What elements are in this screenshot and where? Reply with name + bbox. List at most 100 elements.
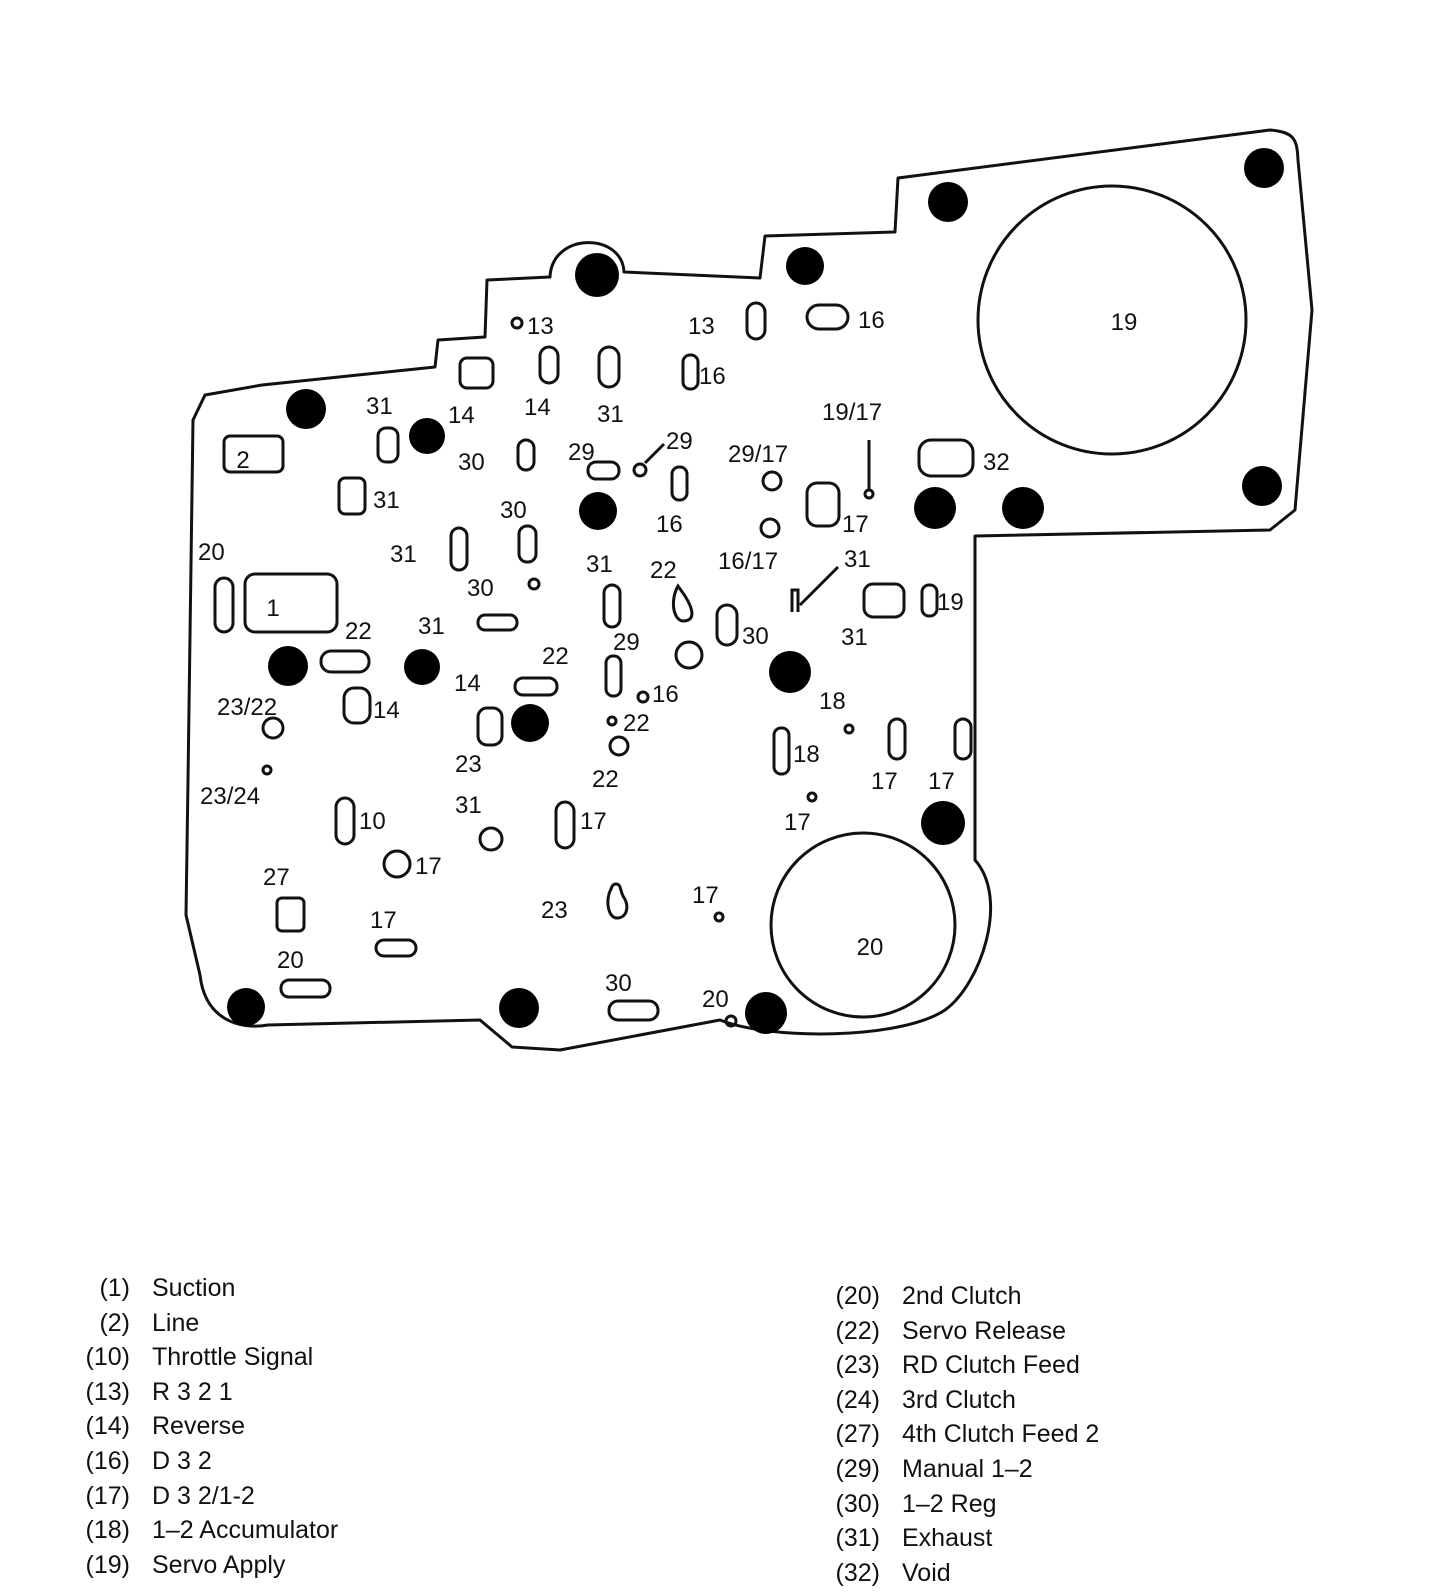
legend-item: (10)Throttle Signal <box>60 1340 338 1375</box>
legend-item-number: (18) <box>85 1516 130 1545</box>
port-label: 29 <box>666 428 693 455</box>
port-label: 14 <box>524 394 551 421</box>
legend-item-label: R 3 2 1 <box>152 1377 233 1406</box>
port-17-hole <box>382 849 412 879</box>
port-14-slot <box>342 686 372 725</box>
legend-item-number: (16) <box>85 1446 130 1475</box>
bolt-hole <box>914 487 956 529</box>
port-29-slot <box>604 654 623 698</box>
port-label: 30 <box>500 497 527 524</box>
port-label: 31 <box>586 551 613 578</box>
port-label: 14 <box>373 697 400 724</box>
bolt-hole <box>769 651 811 693</box>
port-label: 10 <box>359 808 386 835</box>
legend-item-number: (17) <box>85 1481 130 1510</box>
legend-item-label: Void <box>902 1558 951 1587</box>
port-label: 31 <box>455 792 482 819</box>
port-23-22-hole <box>261 716 285 740</box>
port-1-suction <box>243 572 339 634</box>
legend-item-number: (32) <box>835 1558 880 1587</box>
legend-item-number: (14) <box>85 1412 130 1441</box>
bolt-hole <box>1242 466 1282 506</box>
legend-item-number: (31) <box>835 1524 880 1553</box>
port-30-slot <box>715 603 739 647</box>
port-23-slot <box>476 706 504 747</box>
port-label: 23/24 <box>200 783 260 810</box>
legend-item: (29)Manual 1–2 <box>810 1452 1099 1487</box>
port-label: 17 <box>370 907 397 934</box>
port-label: 23/22 <box>217 694 277 721</box>
legend-item-number: (23) <box>835 1351 880 1380</box>
legend-item-number: (10) <box>85 1343 130 1372</box>
bolt-hole <box>786 247 824 285</box>
port-18-hole <box>843 723 855 735</box>
port-31-hole <box>478 826 504 852</box>
legend-right-column: (20)2nd Clutch(22)Servo Release(23)RD Cl… <box>810 1279 1100 1591</box>
port-19-servo-apply-bore <box>976 184 1248 456</box>
port-label: 29/17 <box>728 441 788 468</box>
plate-outline <box>184 128 1314 1052</box>
legend-item-label: 4th Clutch Feed 2 <box>902 1420 1100 1449</box>
port-label: 31 <box>373 487 400 514</box>
port-label: 22 <box>345 618 372 645</box>
port-30-slot <box>516 438 536 472</box>
legend-item: (13)R 3 2 1 <box>60 1375 338 1410</box>
port-label: 16 <box>858 307 885 334</box>
port-label: 16/17 <box>718 548 778 575</box>
bolt-hole <box>745 992 787 1034</box>
port-label: 17 <box>692 882 719 909</box>
port-18-slot <box>772 726 791 776</box>
port-label: 19 <box>1111 309 1138 336</box>
port-17-slot <box>887 717 907 761</box>
port-23-24-hole <box>261 764 273 776</box>
port-label: 23 <box>455 751 482 778</box>
legend-item-label: D 3 2 <box>152 1446 212 1475</box>
port-16-hole <box>636 690 650 704</box>
port-label: 17 <box>871 768 898 795</box>
legend-item-number: (20) <box>835 1282 880 1310</box>
port-label: 22 <box>650 557 677 584</box>
port-label: 31 <box>366 393 393 420</box>
port-16-slot <box>805 303 850 331</box>
legend-item-label: 1–2 Reg <box>902 1489 997 1518</box>
legend-item: (20)2nd Clutch <box>810 1279 1099 1314</box>
bolt-hole <box>1244 148 1284 188</box>
legend-item-number: (30) <box>835 1489 880 1518</box>
port-label: 17 <box>842 511 869 538</box>
port-label: 17 <box>580 808 607 835</box>
port-17-slot <box>805 481 841 528</box>
legend-item-label: 3rd Clutch <box>902 1385 1016 1414</box>
port-label: 13 <box>688 313 715 340</box>
port-31-slot <box>449 526 469 572</box>
port-29-slot <box>586 460 621 481</box>
port-label: 27 <box>263 864 290 891</box>
port-label: 31 <box>597 401 624 428</box>
port-label: 18 <box>819 688 846 715</box>
legend-item-label: Manual 1–2 <box>902 1454 1033 1483</box>
legend-item-number: (24) <box>835 1385 880 1414</box>
port-slot <box>862 582 906 619</box>
port-label: 20 <box>857 934 884 961</box>
port-17-slot <box>374 938 418 958</box>
port-label: 16 <box>652 681 679 708</box>
port-13-hole <box>510 316 524 330</box>
legend-item-label: D 3 2/1-2 <box>152 1481 255 1510</box>
bolt-hole <box>575 253 619 297</box>
legend-item: (14)Reverse <box>60 1409 338 1444</box>
port-22-slot <box>319 649 371 674</box>
bolt-holes <box>227 148 1284 1034</box>
leader-31 <box>798 565 840 607</box>
bolt-hole <box>227 988 265 1026</box>
port-label: 22 <box>623 710 650 737</box>
legend-item: (32) Void <box>810 1556 1099 1591</box>
port-31-slot <box>602 583 622 629</box>
port-20-hole <box>724 1014 738 1028</box>
valve-body-plate-diagram: 1 2 19 20 13 13 16 16 31 14 14 31 19/17 … <box>184 128 1314 1052</box>
port-31-slot <box>376 426 400 464</box>
port-label: 22 <box>542 643 569 670</box>
legend-item: (22)Servo Release <box>810 1314 1099 1349</box>
port-label: 17 <box>928 768 955 795</box>
port-17-slot <box>953 717 973 761</box>
port-label: 19/17 <box>822 399 882 426</box>
port-label: 30 <box>458 449 485 476</box>
